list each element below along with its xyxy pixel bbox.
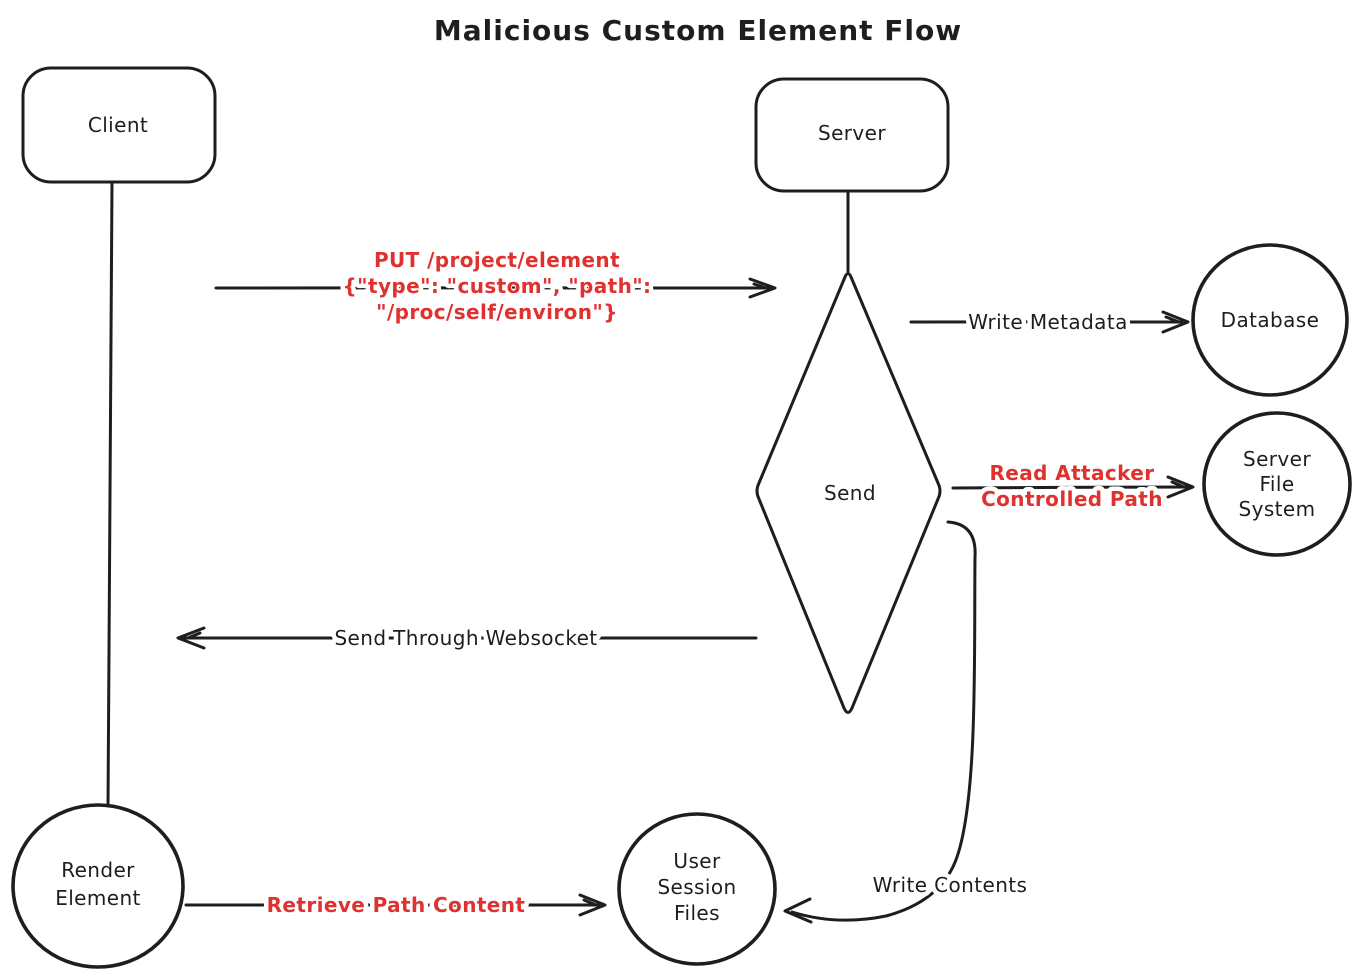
- svg-text:Controlled Path: Controlled Path: [981, 487, 1163, 511]
- label-read-attacker-path: Read Attacker Controlled Path: [977, 457, 1167, 516]
- svg-text:User: User: [673, 849, 721, 873]
- label-put-request: PUT /project/element {"type": "custom", …: [338, 244, 656, 329]
- node-render-element: Render Element: [11, 803, 185, 969]
- label-write-contents: Write Contents: [873, 873, 1028, 897]
- edge-retrieve-path-content: [184, 893, 607, 917]
- svg-text:Session: Session: [657, 875, 736, 899]
- edge-read-attacker-path: [951, 475, 1195, 499]
- svg-text:Send: Send: [824, 481, 876, 505]
- node-database: Database: [1191, 243, 1349, 397]
- edge-write-metadata: [909, 310, 1190, 334]
- label-retrieve-path-content: Retrieve Path Content: [267, 893, 526, 917]
- diagram-title: Malicious Custom Element Flow: [434, 14, 962, 47]
- svg-text:Server: Server: [1243, 447, 1311, 471]
- node-server-file-system: Server File System: [1202, 411, 1352, 557]
- label-send-websocket: Send Through Websocket: [334, 626, 597, 650]
- svg-text:Render: Render: [61, 858, 135, 882]
- svg-text:Server: Server: [818, 121, 886, 145]
- edge-write-contents: [783, 520, 977, 924]
- svg-text:{"type": "custom", "path":: {"type": "custom", "path":: [343, 274, 652, 298]
- svg-text:Database: Database: [1221, 308, 1320, 332]
- svg-text:Files: Files: [674, 901, 720, 925]
- svg-text:Read Attacker: Read Attacker: [989, 461, 1154, 485]
- svg-text:Client: Client: [88, 113, 148, 137]
- node-server: Server: [754, 77, 950, 193]
- svg-text:Element: Element: [55, 886, 141, 910]
- svg-text:PUT /project/element: PUT /project/element: [374, 248, 620, 272]
- svg-text:System: System: [1239, 497, 1316, 521]
- node-client: Client: [21, 66, 217, 184]
- edge-put-request: [214, 277, 777, 299]
- node-send: Send: [755, 272, 942, 714]
- node-user-session-files: User Session Files: [617, 812, 777, 966]
- edge-send-websocket: [176, 626, 758, 650]
- svg-text:File: File: [1259, 472, 1294, 496]
- label-write-metadata: Write Metadata: [968, 310, 1127, 334]
- svg-text:"/proc/self/environ"}: "/proc/self/environ"}: [376, 300, 618, 324]
- edge-client-to-render: [106, 180, 114, 808]
